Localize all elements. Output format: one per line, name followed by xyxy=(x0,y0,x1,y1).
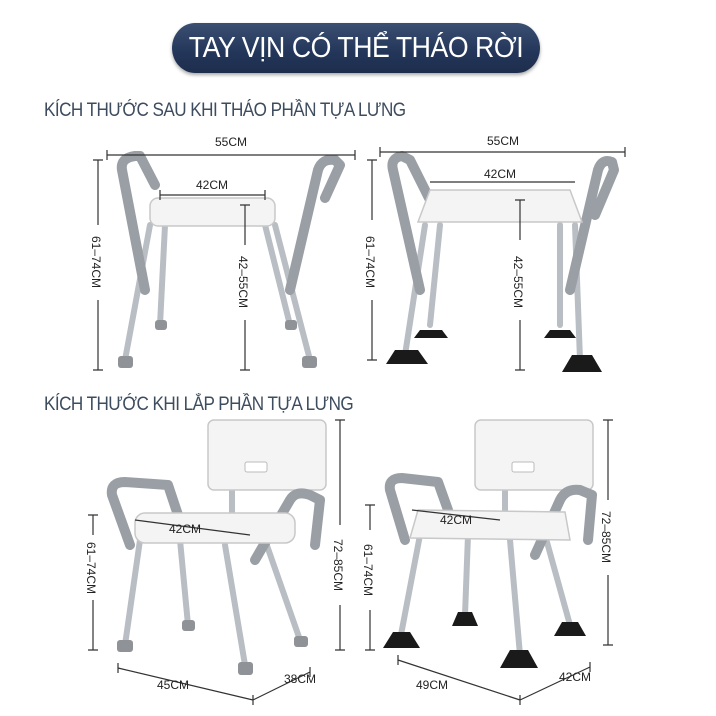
dimensions-bottom-right: 42CM 61–74CM 72–85CM 49CM 42CM xyxy=(361,419,613,705)
arm-height-label: 61–74CM xyxy=(361,544,375,596)
seat-width-label: 42CM xyxy=(169,522,201,536)
back-height-label: 72–85CM xyxy=(331,539,345,591)
seat-height-label: 42–55CM xyxy=(511,256,525,308)
dimensions-bottom-left: 42CM 61–74CM 72–85CM 45CM 38CM xyxy=(84,419,345,705)
total-height-label: 61–74CM xyxy=(89,236,103,288)
depth-label: 38CM xyxy=(284,672,316,686)
seat-width-label: 42CM xyxy=(440,513,472,527)
chair-bottom-right xyxy=(383,419,597,668)
total-height-label: 61–74CM xyxy=(363,236,377,288)
dimensions-top-left: 55CM 42CM 61–74CM 42–55CM xyxy=(89,135,356,371)
chair-top-right xyxy=(386,151,619,372)
front-width-label: 45CM xyxy=(157,678,189,692)
depth-label: 42CM xyxy=(559,670,591,684)
chair-top-left xyxy=(116,151,345,368)
width-label: 55CM xyxy=(215,135,247,149)
seat-height-label: 42–55CM xyxy=(236,256,250,308)
arm-height-label: 61–74CM xyxy=(84,542,98,594)
seat-width-label: 42CM xyxy=(196,178,228,192)
back-height-label: 72–85CM xyxy=(599,511,613,563)
banner-title: TAY VỊN CÓ THỂ THÁO RỜI xyxy=(172,23,540,73)
dimensions-top-right: 55CM 42CM 61–74CM 42–55CM xyxy=(363,134,626,371)
front-width-label: 49CM xyxy=(416,678,448,692)
section-heading-with-backrest: KÍCH THƯỚC KHI LẮP PHẦN TỰA LƯNG xyxy=(44,394,354,415)
seat-width-label: 42CM xyxy=(484,167,516,181)
section-heading-without-backrest: KÍCH THƯỚC SAU KHI THÁO PHẦN TỰA LƯNG xyxy=(44,100,406,121)
width-label: 55CM xyxy=(487,134,519,148)
chair-bottom-left xyxy=(106,419,327,675)
